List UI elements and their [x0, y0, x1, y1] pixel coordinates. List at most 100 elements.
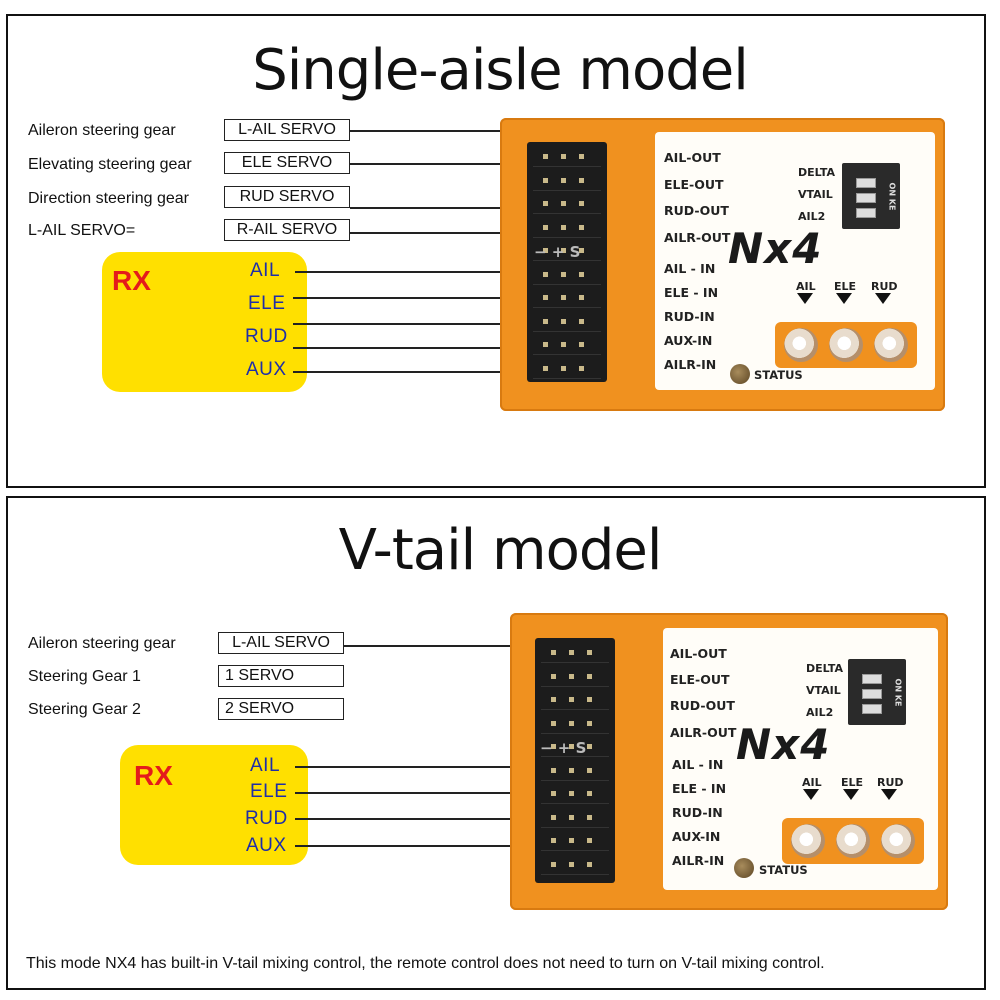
wire	[350, 130, 540, 132]
switch-label: AIL2	[806, 706, 834, 719]
servo-box: RUD SERVO	[224, 186, 350, 208]
pin	[587, 697, 592, 702]
switch-label: AIL2	[798, 210, 826, 223]
wire	[344, 645, 544, 647]
pin	[587, 767, 592, 773]
pin	[561, 318, 566, 324]
output-label: L-AIL SERVO=	[28, 222, 136, 239]
pin-row	[541, 668, 609, 687]
dip-switch-lever[interactable]	[862, 674, 882, 684]
port-label: AILR-OUT	[670, 725, 737, 740]
servo-box: L-AIL SERVO	[224, 119, 350, 141]
pin	[551, 673, 556, 679]
pin	[579, 248, 584, 253]
pin-row	[541, 856, 609, 875]
wire	[293, 347, 540, 349]
pin	[543, 224, 548, 230]
wire	[293, 323, 540, 325]
pin-row	[533, 313, 601, 332]
pin-row	[541, 785, 609, 804]
wire	[295, 818, 545, 820]
pin-row	[533, 242, 601, 261]
pin	[587, 650, 592, 655]
gain-pot-ail[interactable]	[784, 328, 818, 362]
port-label: AUX-IN	[672, 829, 721, 844]
output-label: Direction steering gear	[28, 190, 189, 207]
output-label: Steering Gear 1	[28, 668, 141, 685]
pin	[587, 791, 592, 796]
gain-label: RUD	[871, 280, 898, 293]
rx-channel: RUD	[245, 808, 288, 829]
gain-pot-ail[interactable]	[791, 824, 825, 858]
pin	[579, 342, 584, 347]
port-label: RUD-OUT	[670, 698, 735, 713]
pin	[551, 697, 556, 702]
pin	[569, 838, 574, 843]
dip-switch-lever[interactable]	[862, 704, 882, 714]
pin-row	[541, 809, 609, 828]
pin	[543, 271, 548, 277]
pin	[551, 861, 556, 867]
dip-marking: ON KE	[887, 182, 897, 211]
gain-label: ELE	[841, 776, 864, 789]
switch-label: DELTA	[798, 166, 835, 179]
pin	[569, 720, 574, 726]
output-label: Elevating steering gear	[28, 156, 192, 173]
pin	[569, 650, 574, 655]
pin	[579, 365, 584, 371]
port-label: ELE - IN	[672, 781, 727, 796]
pin-header-block	[535, 638, 615, 883]
gain-label: AIL	[796, 280, 816, 293]
pin	[569, 814, 574, 820]
pin	[579, 224, 584, 230]
servo-box: ELE SERVO	[224, 152, 350, 174]
port-label: AIL - IN	[664, 261, 716, 276]
pin-header-label: − + S	[534, 243, 581, 261]
pin-row	[533, 172, 601, 191]
port-label: ELE - IN	[664, 285, 719, 300]
dip-switch-lever[interactable]	[862, 689, 882, 699]
gain-label: AIL	[802, 776, 822, 789]
output-label: Steering Gear 2	[28, 701, 141, 718]
pin	[561, 271, 566, 277]
wire	[350, 207, 540, 209]
dip-switch-lever[interactable]	[856, 208, 876, 218]
pin-row	[533, 219, 601, 238]
rx-title: RX	[134, 760, 173, 791]
nx4-logo: Nx4	[736, 720, 831, 769]
pin	[543, 154, 548, 159]
pin	[551, 744, 556, 749]
pin	[561, 154, 566, 159]
pin-row	[533, 289, 601, 308]
pin	[561, 365, 566, 371]
pin	[561, 248, 566, 253]
pin	[551, 838, 556, 843]
servo-box: L-AIL SERVO	[218, 632, 344, 654]
gain-pot-ele[interactable]	[836, 824, 870, 858]
pin	[579, 318, 584, 324]
pin	[551, 650, 556, 655]
gain-pot-rud[interactable]	[874, 328, 908, 362]
port-label: AILR-IN	[664, 357, 717, 372]
dip-switch-lever[interactable]	[856, 178, 876, 188]
port-label: RUD-OUT	[664, 203, 729, 218]
pin-header-label: − + S	[540, 739, 587, 757]
pin	[551, 767, 556, 773]
pin	[543, 365, 548, 371]
pin-row	[541, 832, 609, 851]
pin	[587, 720, 592, 726]
rx-receiver	[102, 252, 307, 392]
dip-marking: ON KE	[893, 678, 903, 707]
gain-pot-rud[interactable]	[881, 824, 915, 858]
wire	[350, 163, 540, 165]
rx-channel: AUX	[246, 835, 287, 856]
pin	[587, 861, 592, 867]
down-arrow-icon	[836, 293, 852, 304]
dip-switch-lever[interactable]	[856, 193, 876, 203]
pin	[543, 295, 548, 300]
pin	[551, 720, 556, 726]
status-led	[734, 858, 754, 878]
port-label: AIL-OUT	[664, 150, 721, 165]
gain-pot-ele[interactable]	[829, 328, 863, 362]
rx-channel: AUX	[246, 359, 287, 380]
